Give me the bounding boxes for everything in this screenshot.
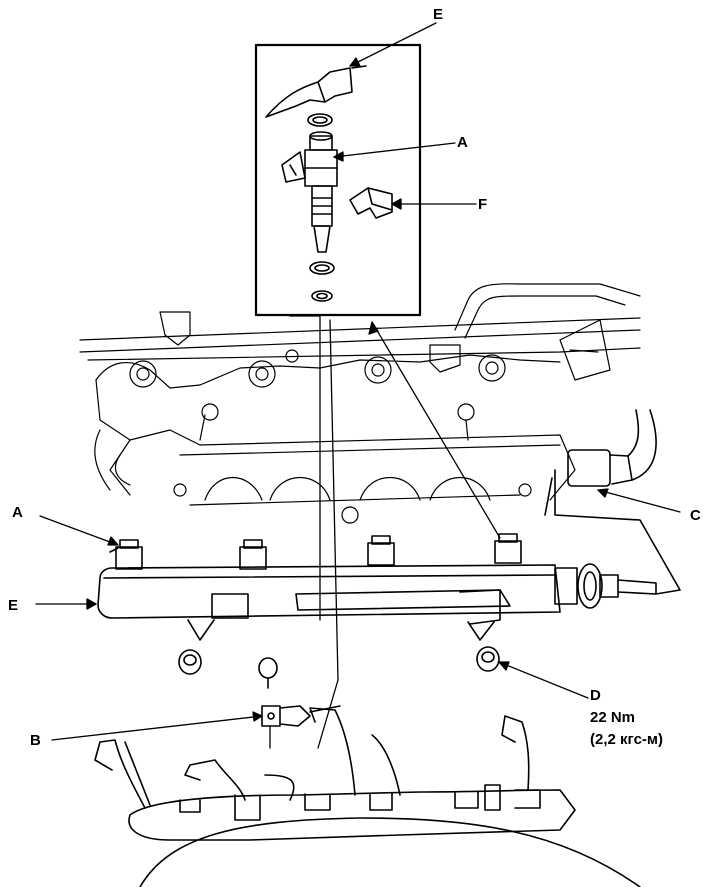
injector-clip <box>349 187 393 219</box>
fuel-rail <box>97 563 657 641</box>
callout-d-nut: D <box>590 687 601 704</box>
injector-detail-inset <box>254 43 422 317</box>
lower-o-ring <box>309 261 335 275</box>
leader-lines <box>35 22 681 749</box>
callout-e-fuel-rail: E <box>8 597 19 614</box>
mounting-nuts <box>178 646 500 689</box>
torque-spec-kgfm: (2,2 кгс-м) <box>590 731 664 748</box>
callout-b-harness-bracket: B <box>30 732 41 749</box>
callout-c-connector: C <box>690 507 701 524</box>
injector-exploded <box>281 131 338 253</box>
rail-section-inset <box>265 67 353 118</box>
callout-a-injector-inset: A <box>457 134 468 151</box>
upper-o-ring <box>307 113 333 127</box>
callout-e-rail-inset: E <box>433 6 444 23</box>
injectors-on-rail <box>109 533 522 570</box>
callout-f-clip: F <box>478 196 488 213</box>
intake-manifold <box>79 283 641 524</box>
injector-harness <box>94 705 641 887</box>
connector-c <box>544 409 681 595</box>
bottom-o-ring <box>311 290 333 302</box>
callout-a-injector: A <box>12 504 23 521</box>
torque-spec-nm: 22 Nm <box>590 709 636 726</box>
